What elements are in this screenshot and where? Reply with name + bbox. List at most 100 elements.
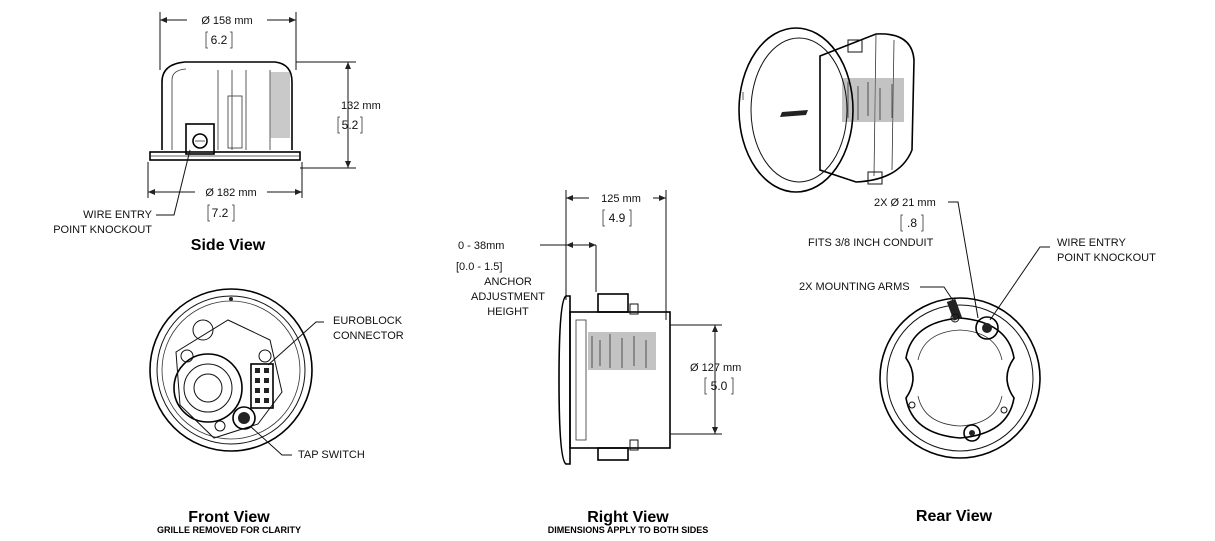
front-callout-euroblock-2: CONNECTOR (333, 330, 404, 342)
right-grille-flange (558, 295, 571, 465)
iso-grille-face (750, 37, 848, 183)
right-arm-bottom (597, 447, 629, 461)
front-callout-euroblock-1: EUROBLOCK (333, 315, 403, 327)
iso-logo-mark (780, 110, 808, 117)
side-callout-line1: WIRE ENTRY (83, 209, 153, 221)
side-height-dim-in: 5.2 (342, 118, 359, 132)
bracket-marks (205, 31, 233, 49)
rear-callout-wire-2: POINT KNOCKOUT (1057, 252, 1156, 264)
side-view: Ø 158 mm 6.2 132 mm 5.2 Ø 182 mm 7.2 (53, 12, 381, 254)
right-view-title: Right View (587, 509, 669, 526)
side-body-outline (161, 61, 293, 150)
iso-label-stripes (847, 82, 893, 120)
front-inner-ring (156, 295, 306, 445)
iso-label-area (842, 78, 904, 122)
anchor-line2: ADJUSTMENT (471, 291, 545, 303)
bracket-marks (207, 204, 235, 222)
front-tap-switch (232, 406, 256, 430)
rear-callout-wire-1: WIRE ENTRY (1057, 237, 1127, 249)
front-view-subtitle: GRILLE REMOVED FOR CLARITY (157, 525, 301, 535)
rear-conduit-hole (963, 424, 981, 442)
front-tab (229, 297, 233, 301)
iso-grille-rim (738, 27, 854, 193)
side-bottom-dim-mm: Ø 182 mm (205, 187, 256, 199)
anchor-range-mm: 0 - 38mm (458, 240, 504, 252)
right-arm-top (597, 293, 629, 313)
right-view: 125 mm 4.9 0 - 38mm [0.0 - 1.5] ANCHOR A… (456, 190, 741, 535)
arrowhead (712, 325, 718, 332)
front-boss (258, 349, 272, 363)
rear-plate-contours (917, 329, 1003, 427)
right-body-rim (575, 319, 587, 441)
tap-switch-knob (238, 412, 250, 424)
rear-back-plate (905, 317, 1015, 439)
dim-bg (589, 190, 653, 206)
side-height-dim-mm: 132 mm (341, 100, 381, 112)
bracket-marks (704, 377, 734, 395)
right-view-subtitle: DIMENSIONS APPLY TO BOTH SIDES (548, 525, 709, 535)
arrowhead (566, 195, 573, 201)
arrowhead (659, 195, 666, 201)
rear-outer-ring (879, 297, 1041, 459)
side-screw-head (192, 133, 208, 149)
rear-wire-leader (989, 246, 1050, 321)
rear-conduit-mm: 2X Ø 21 mm (874, 197, 936, 209)
side-callout-line2: POINT KNOCKOUT (53, 224, 152, 236)
arrowhead (566, 242, 573, 248)
anchor-line1: ANCHOR (484, 276, 532, 288)
right-dia-dim-in: 5.0 (711, 379, 728, 393)
euroblock-pins (255, 368, 269, 403)
rear-conduit-in: .8 (907, 216, 917, 230)
arrowhead (160, 17, 167, 23)
bracket-marks (602, 209, 632, 227)
isometric-view (738, 27, 915, 193)
side-label-area (270, 72, 290, 138)
euroblock-leader (267, 321, 324, 366)
bracket-marks (900, 214, 924, 232)
side-knockout-box (185, 123, 215, 155)
iso-arm-top (847, 39, 863, 53)
front-view: EUROBLOCK CONNECTOR TAP SWITCH Front Vie… (149, 288, 404, 535)
label-stripes (591, 334, 647, 368)
arrowhead (345, 62, 351, 69)
dim-bg (187, 12, 267, 28)
rear-mounting-arm-top (946, 298, 963, 321)
side-callout-leader (156, 149, 191, 216)
rear-arm-screw (950, 313, 960, 323)
rear-inner-ring (886, 304, 1034, 452)
conduit-leader (948, 201, 979, 319)
iso-can-body (819, 33, 915, 183)
front-driver-mid (183, 363, 233, 413)
anchor-line3: HEIGHT (487, 306, 529, 318)
front-callout-tap: TAP SWITCH (298, 449, 365, 461)
front-driver-cap (193, 373, 223, 403)
arrowhead (289, 17, 296, 23)
anchor-range-in: [0.0 - 1.5] (456, 261, 502, 273)
front-boss (180, 349, 194, 363)
rear-knockout-center (982, 323, 992, 333)
dim-bg (195, 184, 267, 200)
front-euroblock (250, 363, 274, 409)
tap-switch-leader (249, 425, 292, 456)
rear-arms-leader (920, 286, 955, 303)
rear-callout-arms: 2X MOUNTING ARMS (799, 281, 910, 293)
front-boss (192, 319, 214, 341)
right-dia-dim-mm: Ø 127 mm (690, 362, 741, 374)
right-depth-dim-mm: 125 mm (601, 193, 641, 205)
side-top-dim-in: 6.2 (211, 33, 228, 47)
arrowhead (345, 161, 351, 168)
rear-conduit-center (969, 430, 975, 436)
front-view-title: Front View (188, 509, 270, 526)
right-arm-bottom-tab (629, 439, 639, 451)
front-outer-ring (149, 288, 313, 452)
front-driver-outer (173, 353, 243, 423)
rear-knockout (975, 316, 999, 340)
arrowhead (712, 427, 718, 434)
side-bottom-dim-in: 7.2 (212, 206, 229, 220)
rear-conduit-note: FITS 3/8 INCH CONDUIT (808, 237, 934, 249)
rear-view: 2X Ø 21 mm .8 FITS 3/8 INCH CONDUIT WIRE… (799, 197, 1156, 525)
side-bracket (227, 95, 243, 149)
iso-arm-bottom (867, 171, 883, 185)
front-boss (214, 420, 226, 432)
